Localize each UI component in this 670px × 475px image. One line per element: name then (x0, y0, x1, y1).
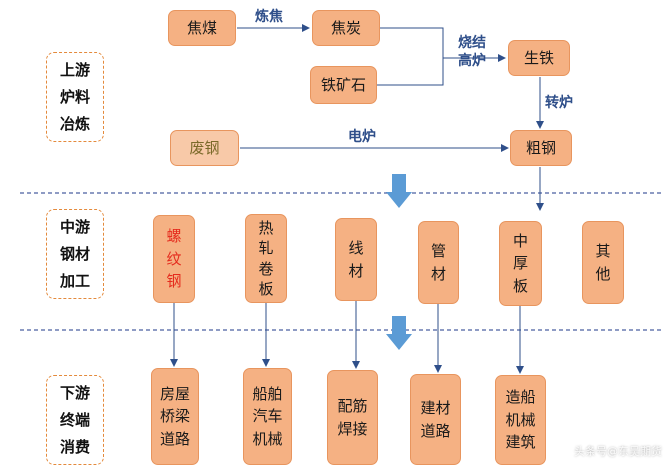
node-rebar: 螺 纹 钢 (153, 215, 195, 303)
node-pipe: 管 材 (418, 221, 459, 304)
label-converter: 转炉 (545, 95, 573, 111)
node-hot-rolled-use: 船舶 汽车 机械 (243, 368, 292, 465)
node-scrap-steel: 废钢 (170, 130, 239, 166)
node-pipe-use: 建材 道路 (410, 374, 461, 465)
node-rebar-use: 房屋 桥梁 道路 (151, 368, 199, 465)
node-wire-use: 配筋 焊接 (327, 370, 378, 465)
big-down-arrow-lower (386, 316, 412, 350)
label-electric-furnace: 电炉 (348, 129, 376, 145)
node-crude-steel: 粗钢 (510, 130, 572, 166)
node-plate-use: 造船 机械 建筑 (495, 375, 546, 465)
node-wire-rod: 线 材 (335, 218, 377, 301)
stage-upstream: 上游 炉料 冶炼 (46, 52, 104, 142)
edge-ore-to-junction (377, 58, 444, 86)
node-coke: 焦炭 (312, 10, 380, 46)
label-coking: 炼焦 (255, 9, 283, 25)
edge-coke-to-junction (380, 27, 444, 58)
node-pig-iron: 生铁 (508, 40, 570, 76)
big-down-arrow-upper (386, 174, 412, 208)
node-iron-ore: 铁矿石 (310, 66, 377, 104)
watermark: 头条号@东吴期货 (574, 445, 662, 458)
node-coking-coal: 焦煤 (168, 10, 236, 46)
node-hot-rolled-coil: 热 轧 卷 板 (245, 214, 287, 303)
stage-midstream: 中游 钢材 加工 (46, 209, 104, 299)
node-medium-plate: 中 厚 板 (499, 221, 542, 306)
node-other: 其 他 (582, 221, 624, 304)
stage-downstream: 下游 终端 消费 (46, 375, 104, 465)
label-sinter-blast-furnace: 烧结 高炉 (458, 35, 486, 70)
